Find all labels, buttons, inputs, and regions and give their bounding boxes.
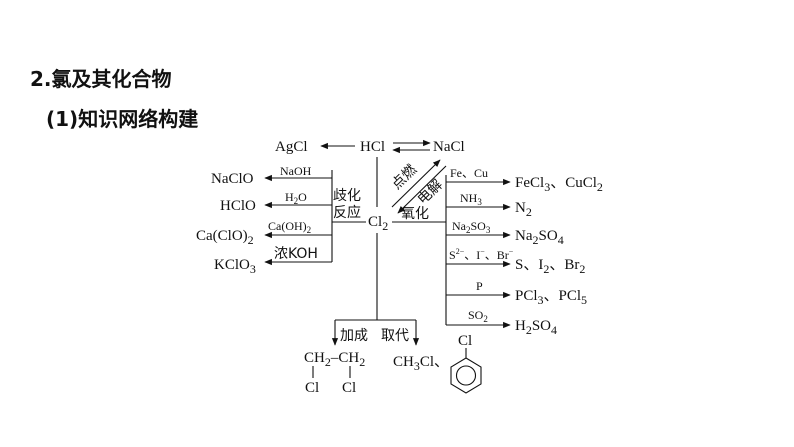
node-kclo3: KClO3	[214, 257, 256, 276]
label-disproportionation-2: 反应	[333, 204, 361, 221]
node-nacl: NaCl	[433, 139, 465, 155]
node-caclo2: Ca(ClO)2	[196, 228, 254, 247]
benzene-ring-inner	[455, 365, 477, 386]
label-addition: 加成	[340, 328, 368, 344]
label-substitution: 取代	[381, 328, 409, 344]
subsection-title: (1)知识网络构建	[46, 107, 199, 131]
node-pcl3-pcl5: PCl3、PCl5	[515, 288, 587, 307]
node-hclo: HClO	[220, 198, 256, 214]
node-cl-left: Cl	[305, 380, 319, 396]
node-h2so4: H2SO4	[515, 318, 557, 337]
reagent-h2o: H2O	[285, 190, 307, 206]
node-benzene-cl: Cl	[458, 333, 472, 349]
node-cl-right: Cl	[342, 380, 356, 396]
node-n2: N2	[515, 200, 532, 219]
reagent-conc-koh: 浓KOH	[274, 246, 318, 262]
node-naclo: NaClO	[211, 171, 254, 187]
node-na2so4: Na2SO4	[515, 228, 564, 247]
reagent-so2: SO2	[468, 308, 488, 324]
node-hcl: HCl	[360, 139, 385, 155]
reagent-p: P	[476, 279, 483, 293]
node-ch3cl: CH3Cl、	[393, 354, 449, 373]
node-agcl: AgCl	[275, 139, 308, 155]
arrow-cl2-to-nacl	[391, 159, 441, 208]
node-cl2: Cl2	[368, 214, 388, 233]
arrow-nacl-to-cl2	[397, 165, 447, 214]
label-ignite: 点燃	[388, 161, 420, 193]
reagent-nh3: NH3	[460, 191, 482, 207]
benzene-ring	[450, 357, 482, 394]
label-electrolysis: 电解	[415, 177, 446, 208]
reagent-naoh: NaOH	[280, 164, 312, 178]
node-fecl3-cucl2: FeCl3、CuCl2	[515, 175, 603, 194]
reagent-na2so3: Na2SO3	[452, 219, 491, 235]
reagent-fe-cu: Fe、Cu	[450, 166, 488, 180]
section-title: 2.氯及其化合物	[30, 67, 172, 91]
label-oxidation: 氧化	[401, 206, 429, 222]
reagent-anions: S2−、I−、Br−	[449, 247, 514, 262]
node-s-i2-br2: S、I2、Br2	[515, 257, 585, 276]
reagent-caoh2: Ca(OH)2	[268, 219, 311, 235]
label-disproportionation-1: 歧化	[333, 188, 361, 204]
node-ch2-ch2: CH2–CH2	[304, 350, 365, 369]
